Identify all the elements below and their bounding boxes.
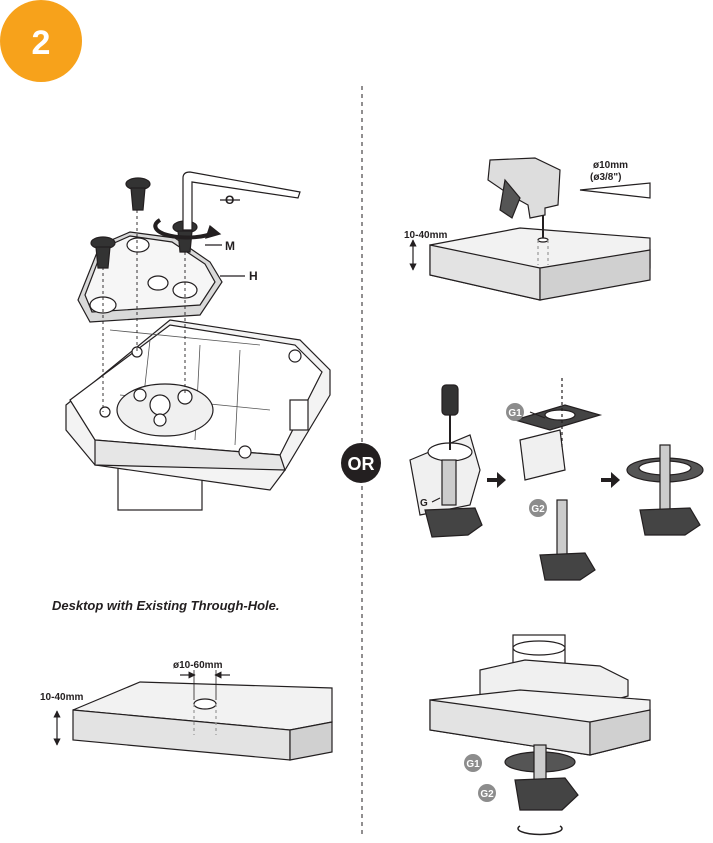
- svg-text:G1: G1: [466, 759, 480, 770]
- through-hole-desk-illustration: [53, 670, 333, 761]
- installed-washer-badge: G1: [464, 754, 482, 772]
- clamp-parts-illustration: [409, 378, 704, 581]
- washer-label-badge: G1: [506, 403, 524, 421]
- step-number: 2: [32, 24, 51, 62]
- svg-text:G2: G2: [480, 789, 494, 800]
- plate-label: H: [249, 269, 258, 283]
- drill-desk-thickness-label: 10-40mm: [404, 230, 447, 241]
- drill-bit-size-imperial-label: (ø3/8"): [590, 172, 621, 183]
- through-hole-caption: Desktop with Existing Through-Hole.: [52, 598, 280, 613]
- or-badge: OR: [341, 443, 381, 483]
- screw-label: M: [225, 239, 235, 253]
- hex-key-label: O: [225, 193, 234, 207]
- svg-text:OR: OR: [348, 454, 375, 474]
- drill-bit-size-label: ø10mm: [593, 160, 628, 171]
- clamp-label: G: [420, 498, 428, 509]
- hole-diameter-label: ø10-60mm: [173, 660, 223, 671]
- drilling-illustration: [409, 157, 651, 301]
- svg-text:G1: G1: [508, 408, 522, 419]
- desk-thickness-label: 10-40mm: [40, 692, 83, 703]
- bolt-label-badge: G2: [529, 499, 547, 517]
- base-assembly-illustration: [65, 171, 331, 511]
- step-badge: 2: [0, 0, 82, 82]
- installed-bolt-badge: G2: [478, 784, 496, 802]
- svg-text:G2: G2: [531, 504, 545, 515]
- installed-clamp-illustration: [429, 634, 651, 836]
